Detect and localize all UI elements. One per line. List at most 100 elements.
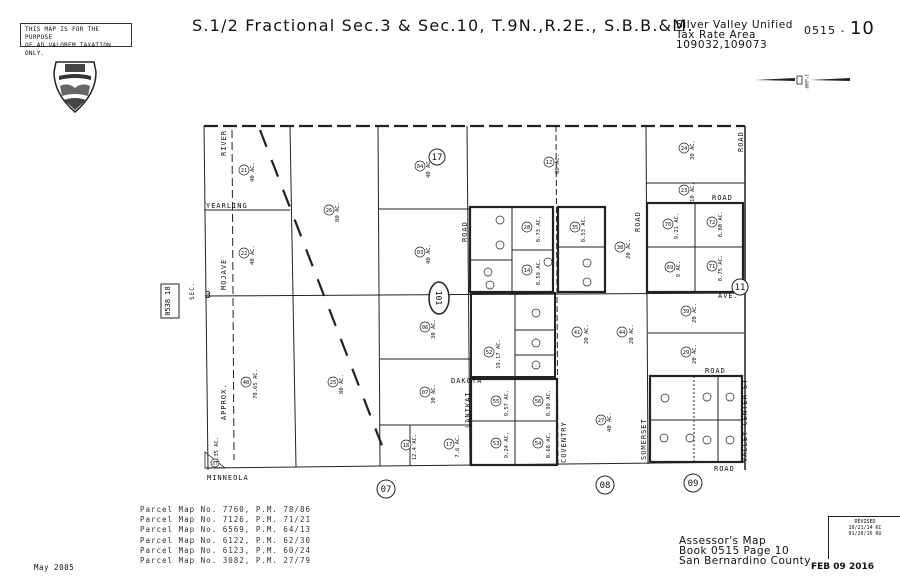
assessor-line-3: San Bernardino County: [679, 555, 812, 567]
svg-text:18: 18: [403, 443, 410, 449]
svg-text:8.68 AC.: 8.68 AC.: [546, 432, 552, 459]
svg-text:55: 55: [493, 399, 500, 405]
svg-text:56: 56: [535, 399, 542, 405]
svg-text:48: 48: [243, 380, 250, 386]
school-district: Silver Valley Unified: [676, 19, 794, 31]
svg-text:20 AC.: 20 AC.: [629, 324, 635, 344]
map-title: S.1/2 Fractional Sec.3 & Sec.10, T.9N.,R…: [192, 16, 694, 35]
street-road-4: ROAD: [737, 131, 745, 152]
svg-text:28: 28: [524, 225, 531, 231]
parcel-map-item: Parcel Map No. 6122, P.M. 62/30: [140, 535, 311, 545]
svg-text:40 AC.: 40 AC.: [607, 412, 613, 432]
parcel-map-item: Parcel Map No. 6569, P.M. 64/13: [140, 525, 311, 535]
disclaimer-box: THIS MAP IS FOR THE PURPOSE OF AD VALORE…: [20, 23, 132, 57]
svg-text:1.35 AC.: 1.35 AC.: [214, 437, 220, 464]
parcel-map-item: Parcel Map No. 7760, P.M. 78/86: [140, 505, 311, 514]
scale-text: 1"=800': [804, 74, 809, 91]
svg-text:80 AC.: 80 AC.: [335, 202, 341, 222]
street-ave: AVE.: [718, 292, 739, 300]
svg-text:40 AC.: 40 AC.: [426, 158, 432, 178]
parcel-56: 56 8.99 AC.: [532, 390, 552, 417]
svg-text:07: 07: [422, 390, 429, 396]
disclaimer-line-1: THIS MAP IS FOR THE PURPOSE: [25, 26, 100, 41]
svg-text:23: 23: [681, 188, 688, 194]
svg-text:80 AC.: 80 AC.: [555, 154, 561, 174]
svg-text:8.53 AC.: 8.53 AC.: [581, 216, 587, 243]
street-mojave: MOJAVE: [220, 259, 228, 290]
street-minneola: MINNEOLA: [207, 474, 249, 482]
svg-text:69: 69: [667, 265, 674, 271]
svg-text:30 AC.: 30 AC.: [431, 319, 437, 339]
disclaimer-line-2: OF AD VALOREM TAXATION ONLY.: [25, 42, 112, 57]
svg-text:9.21 AC.: 9.21 AC.: [674, 213, 680, 240]
tax-rate-area-label: Tax Rate Area: [676, 29, 757, 41]
assessor-line-2: Book 0515 Page 10: [679, 545, 790, 557]
svg-text:14: 14: [524, 268, 531, 274]
svg-text:30 AC.: 30 AC.: [690, 140, 696, 160]
svg-text:44: 44: [619, 330, 626, 336]
svg-text:29: 29: [683, 350, 690, 356]
svg-text:06: 06: [422, 325, 429, 331]
svg-text:80 AC.: 80 AC.: [339, 374, 345, 394]
street-road-3: ROAD: [712, 194, 733, 202]
assessor-info: Assessor's Map Book 0515 Page 10 San Ber…: [679, 535, 812, 567]
svg-text:8.73 AC.: 8.73 AC.: [536, 216, 542, 243]
svg-text:39: 39: [683, 309, 690, 315]
svg-text:47: 47: [212, 461, 218, 467]
label-sec-number: 3: [205, 290, 212, 301]
label-sec: SEC.: [189, 282, 196, 300]
map-number-prefix: 0515 -: [804, 24, 846, 37]
parcel-47: 471.35 AC.: [210, 437, 220, 468]
svg-text:20 AC.: 20 AC.: [692, 303, 698, 323]
street-valley-center: VALLEY CENTER ST: [741, 379, 749, 462]
svg-text:25: 25: [330, 380, 337, 386]
svg-text:03: 03: [417, 250, 424, 256]
svg-text:53: 53: [493, 441, 500, 447]
svg-text:38: 38: [617, 245, 624, 251]
scale-bar-icon: 1"=800': [755, 74, 850, 91]
assessor-line-1: Assessor's Map: [679, 535, 767, 547]
svg-text:8.99 AC.: 8.99 AC.: [546, 390, 552, 417]
revision-entry: 10/21/14 KC: [848, 525, 882, 531]
parcel-map-item: Parcel Map No. 6123, P.M. 60/24: [140, 545, 311, 555]
svg-text:22: 22: [241, 251, 248, 257]
svg-text:71: 71: [709, 264, 716, 270]
svg-text:17: 17: [446, 442, 453, 448]
parcel-28: 28 8.73 AC.: [521, 216, 542, 243]
svg-text:27: 27: [598, 418, 605, 424]
svg-text:24: 24: [681, 146, 688, 152]
street-somerset: SOMERSET: [640, 418, 648, 460]
street-road-5: ROAD: [705, 367, 726, 375]
svg-text:20 AC.: 20 AC.: [584, 324, 590, 344]
street-coventry: COVENTRY: [560, 421, 568, 463]
svg-text:30 AC.: 30 AC.: [431, 384, 437, 404]
svg-text:40 AC.: 40 AC.: [426, 244, 432, 264]
tax-rate-areas: 109032,109073: [676, 39, 768, 51]
parcel-map-list: Parcel Map No. 7760, P.M. 78/86 Parcel M…: [140, 505, 311, 566]
label-approx: APPROX.: [220, 383, 228, 420]
svg-text:8.80 AC.: 8.80 AC.: [718, 211, 724, 238]
svg-text:20 AC.: 20 AC.: [626, 239, 632, 259]
street-road-6: ROAD: [714, 465, 735, 473]
svg-text:12.4 AC.: 12.4 AC.: [412, 434, 418, 461]
map-number-page: 10: [849, 18, 875, 39]
